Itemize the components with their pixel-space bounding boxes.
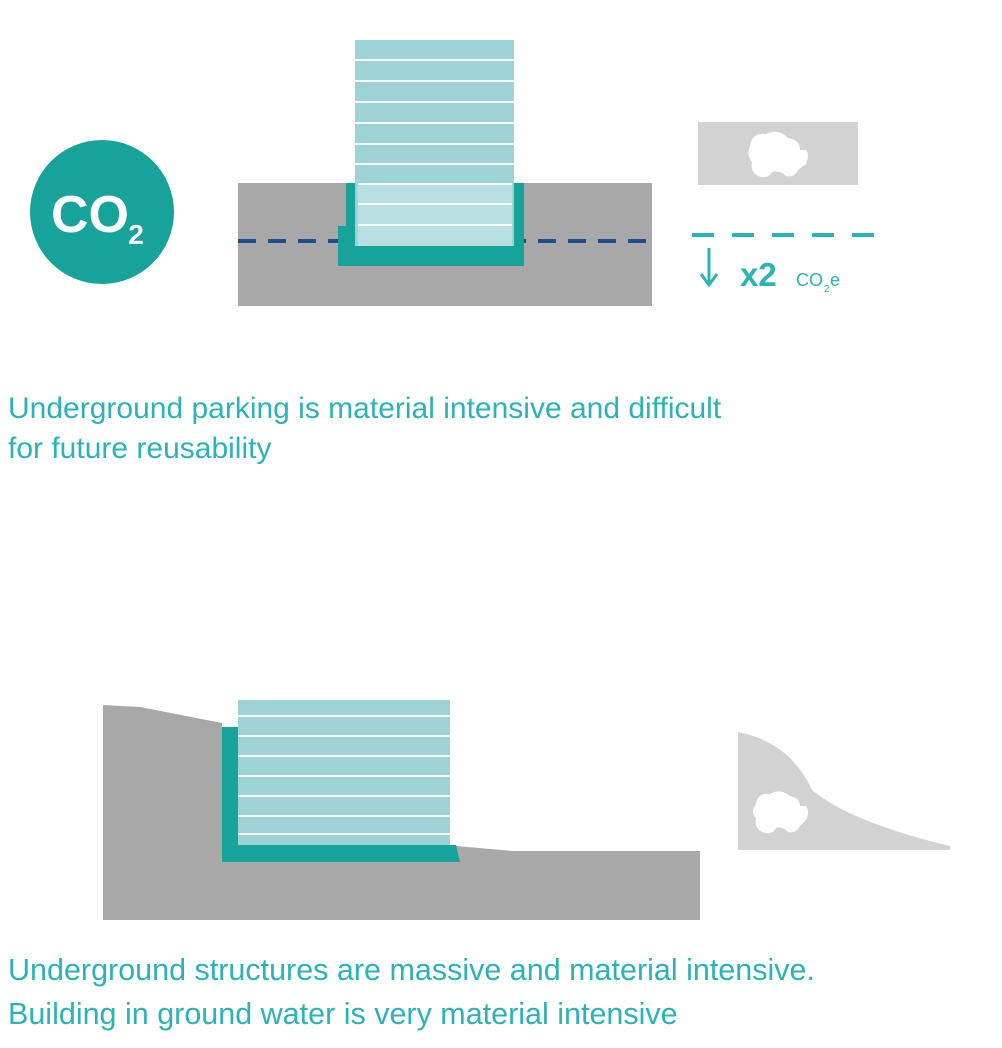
dump-truck-icon-slope — [753, 791, 808, 834]
building-bottom-floor-lines — [238, 715, 450, 835]
arrow-down-icon — [699, 248, 719, 288]
multiplier-unit-sub: 2 — [824, 284, 830, 295]
retaining-structure — [222, 727, 460, 862]
multiplier-unit-suffix: e — [830, 270, 840, 290]
sloped-ground — [103, 705, 700, 920]
underground-structures-caption: Underground structures are massive and m… — [8, 948, 815, 1036]
co2-badge-subscript: 2 — [128, 219, 144, 250]
building-floor-lines — [355, 59, 514, 226]
caption-line: Underground structures are massive and m… — [8, 953, 815, 987]
dump-truck-icon — [748, 131, 808, 178]
underground-structures-diagram — [103, 700, 950, 920]
multiplier-value: x2 — [740, 256, 777, 293]
caption-line: Building in ground water is very materia… — [8, 997, 678, 1031]
co2-cloud-icon: CO 2 — [30, 140, 174, 284]
multiplier-unit: CO — [796, 270, 823, 290]
underground-parking-caption: Underground parking is material intensiv… — [8, 389, 721, 469]
caption-line: for future reusability — [8, 432, 272, 465]
building-bottom — [238, 700, 450, 845]
underground-parking-diagram: CO 2 — [30, 40, 892, 306]
co2-badge-text: CO — [51, 186, 129, 244]
caption-line: Underground parking is material intensiv… — [8, 392, 722, 425]
building-underground-floors — [358, 183, 512, 246]
